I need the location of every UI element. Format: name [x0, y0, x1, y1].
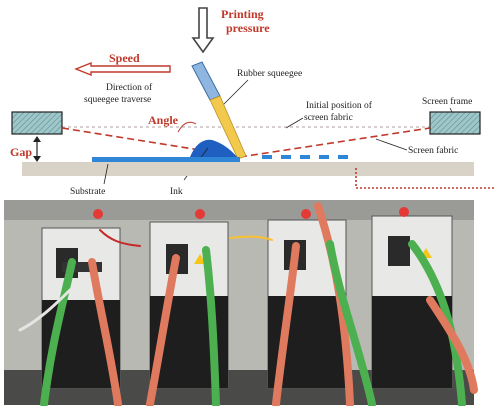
screen-frame-left: [11, 111, 63, 135]
screen-fabric-right: [239, 127, 431, 158]
schematic-diagram: Printing pressure Speed Direction of squ…: [10, 7, 494, 197]
direction-label-line2: squeegee traverse: [84, 95, 151, 105]
printing-pressure-arrow: [191, 7, 215, 54]
cables: [18, 202, 478, 406]
ink-blob: [190, 139, 238, 158]
initial-position-leader: [285, 117, 304, 129]
gap-arrow: [33, 136, 41, 162]
rubber-squeegee-leader: [221, 79, 249, 107]
servo-drive-unit-1: [41, 209, 121, 389]
printed-ink-dots: [262, 155, 348, 159]
ink-label: Ink: [170, 187, 183, 197]
angle-arc: [177, 121, 197, 133]
rubber-squeegee-label: Rubber squeegee: [237, 69, 302, 79]
angle-label: Angle: [148, 113, 179, 127]
callout-connector: [355, 168, 494, 189]
printing-pressure-label-line1: Printing: [221, 7, 264, 21]
screen-frame-label: Screen frame: [422, 96, 472, 107]
printing-pressure-label-line2: pressure: [226, 21, 270, 35]
screen-fabric-leader: [375, 138, 408, 151]
gap-label: Gap: [10, 145, 32, 159]
speed-arrow: [74, 61, 171, 77]
initial-position-label-line1: Initial position of: [306, 100, 373, 111]
direction-label-line1: Direction of: [106, 82, 153, 93]
screen-fabric-label: Screen fabric: [408, 145, 458, 156]
substrate-grey: [22, 162, 474, 176]
screen-frame-right: [429, 111, 481, 135]
substrate-blue: [92, 157, 240, 162]
screen-fabric-left: [61, 127, 201, 151]
speed-label: Speed: [109, 51, 140, 65]
substrate-label: Substrate: [70, 187, 105, 197]
initial-position-label-line2: screen fabric: [304, 112, 353, 123]
servo-drives-photo: [4, 200, 478, 406]
substrate-leader: [103, 163, 109, 185]
rubber-squeegee: [191, 61, 247, 160]
